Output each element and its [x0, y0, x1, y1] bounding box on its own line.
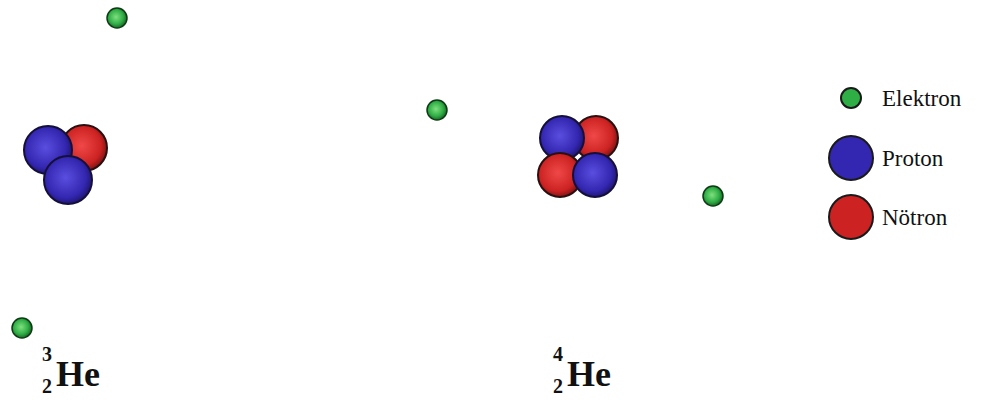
legend-swatch-circle: [829, 136, 873, 180]
legend-text: Proton: [882, 147, 943, 170]
mass-number: 3: [42, 344, 52, 364]
element-symbol: He: [567, 356, 611, 392]
legend-swatch-circle: [829, 195, 873, 239]
legend-swatch: [839, 86, 863, 110]
atomic-number: 2: [42, 376, 52, 396]
helium-4-atom: [427, 100, 723, 206]
legend-swatch: [827, 134, 875, 182]
legend-swatch-circle: [841, 88, 861, 108]
helium-3-atom: [12, 8, 127, 338]
legend-swatch: [827, 193, 875, 241]
mass-number: 4: [553, 344, 563, 364]
legend-text: Nötron: [882, 206, 947, 229]
element-symbol: He: [56, 356, 100, 392]
atomic-number: 2: [553, 376, 563, 396]
legend-text: Elektron: [882, 87, 961, 110]
